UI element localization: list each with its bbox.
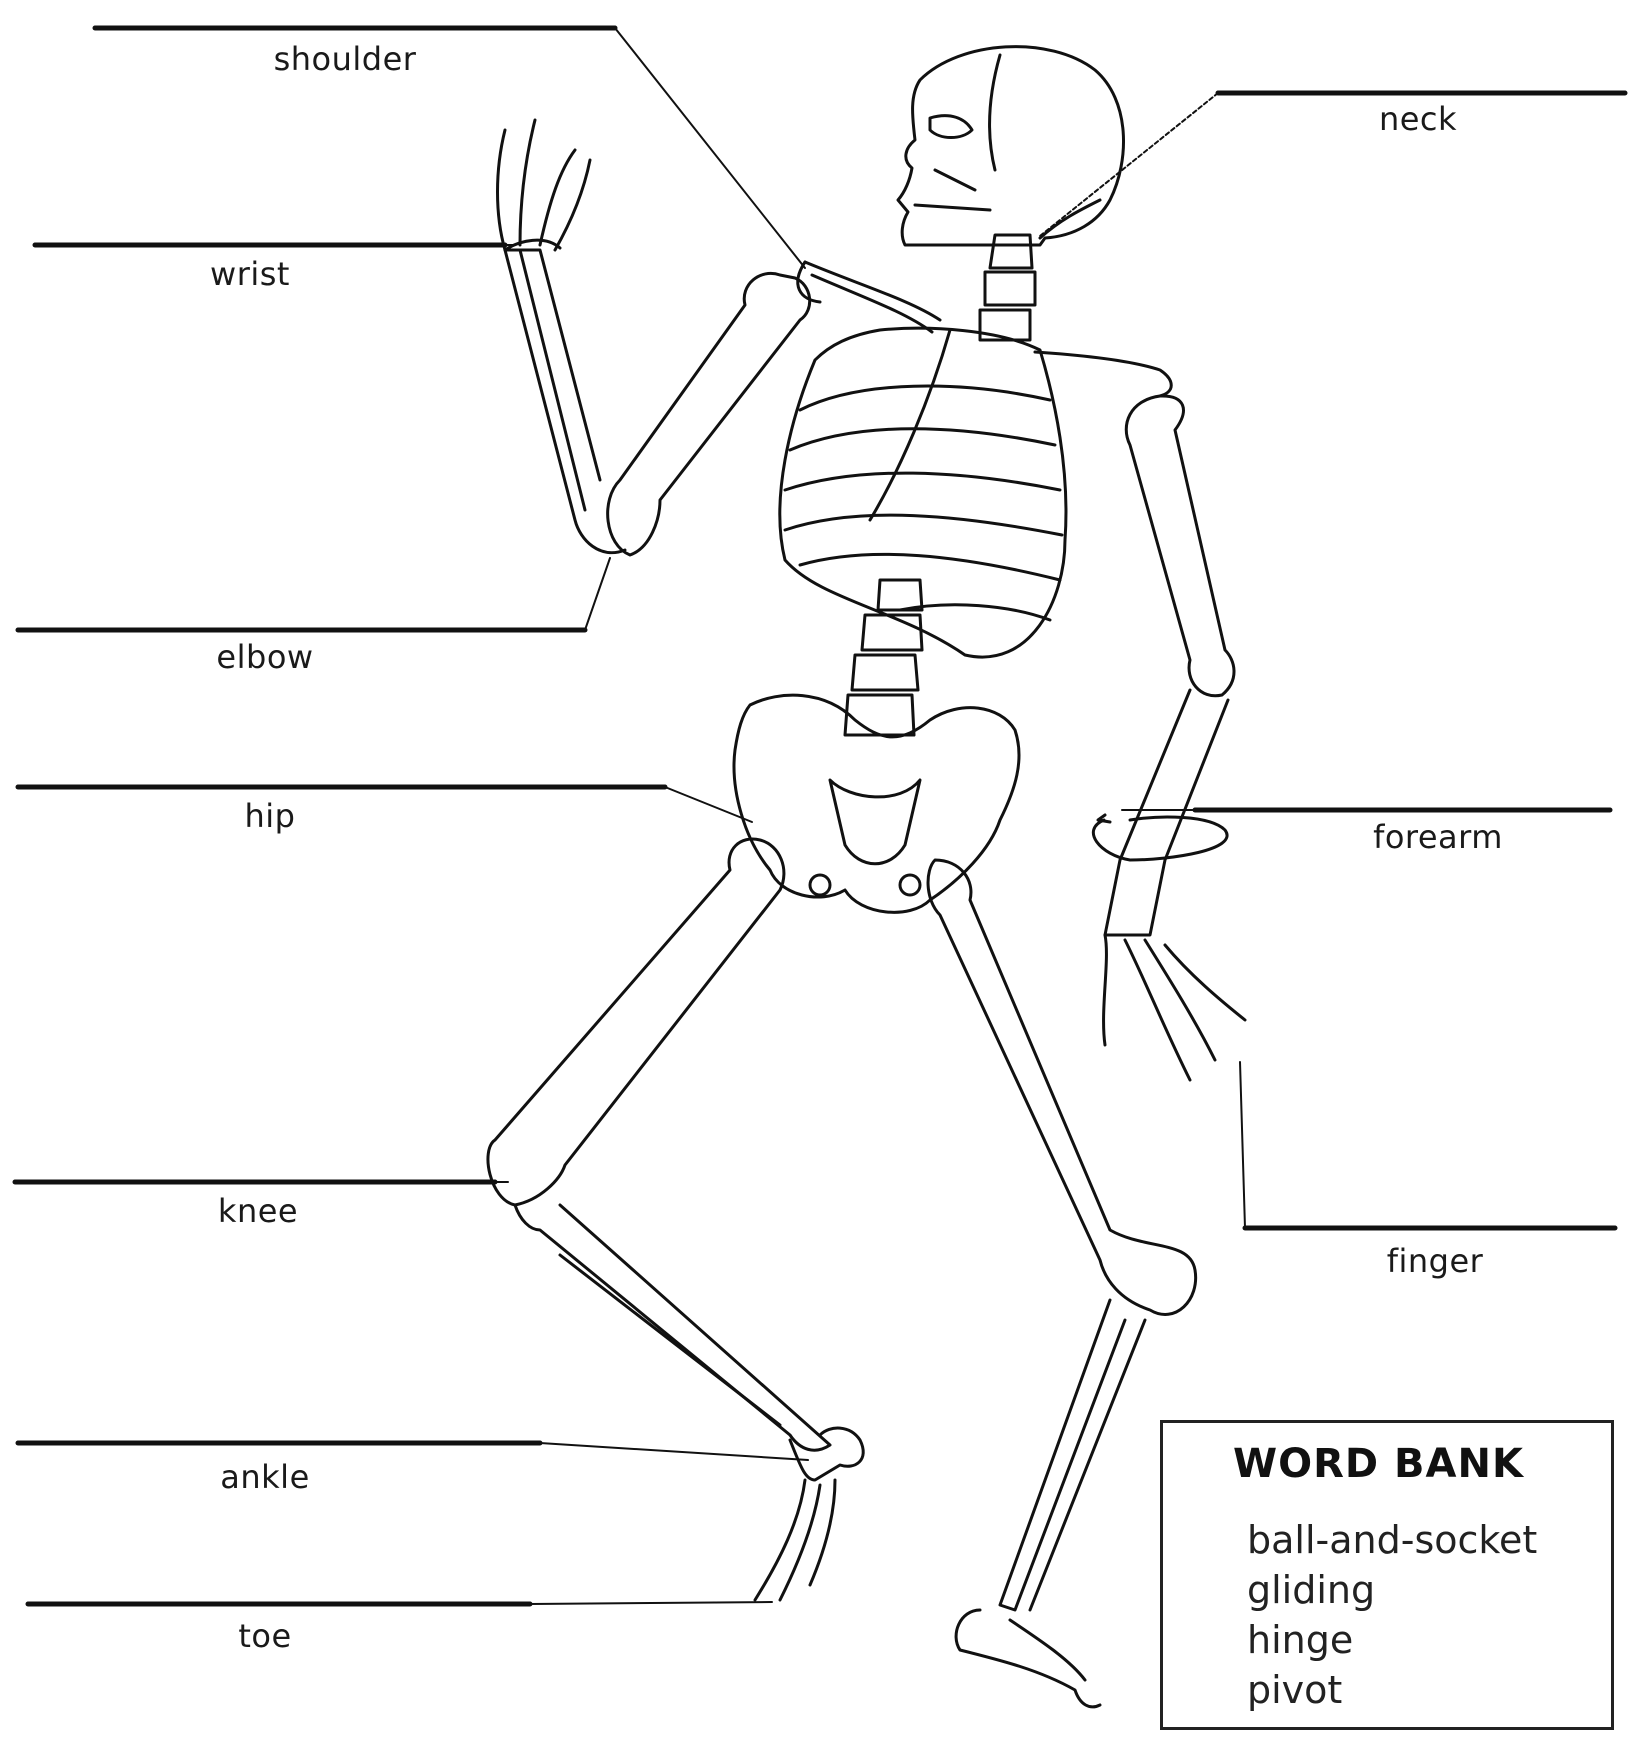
word-bank-item: gliding [1247,1565,1537,1615]
pelvis [734,695,1019,912]
ribcage [780,328,1066,657]
spine [845,235,1035,735]
word-bank-title: WORD BANK [1233,1441,1524,1487]
label-ankle: ankle [220,1458,310,1496]
word-bank-box: WORD BANK ball-and-socket gliding hinge … [1160,1420,1614,1730]
label-wrist: wrist [210,255,290,293]
label-elbow: elbow [216,638,313,676]
raised-arm [498,120,810,555]
label-neck: neck [1379,100,1457,138]
right-leg [928,860,1196,1707]
word-bank-item: ball-and-socket [1247,1515,1537,1565]
word-bank-item: pivot [1247,1665,1537,1715]
skull [898,47,1124,245]
word-bank-item: hinge [1247,1615,1537,1665]
lowered-arm [1093,396,1245,1080]
label-forearm: forearm [1373,818,1503,856]
left-leg [488,839,863,1600]
label-shoulder: shoulder [274,40,417,78]
leader-lines [495,28,1245,1604]
label-finger: finger [1387,1242,1484,1280]
label-hip: hip [245,797,296,835]
label-knee: knee [218,1192,298,1230]
label-toe: toe [238,1617,291,1655]
word-bank-list: ball-and-socket gliding hinge pivot [1247,1515,1537,1715]
